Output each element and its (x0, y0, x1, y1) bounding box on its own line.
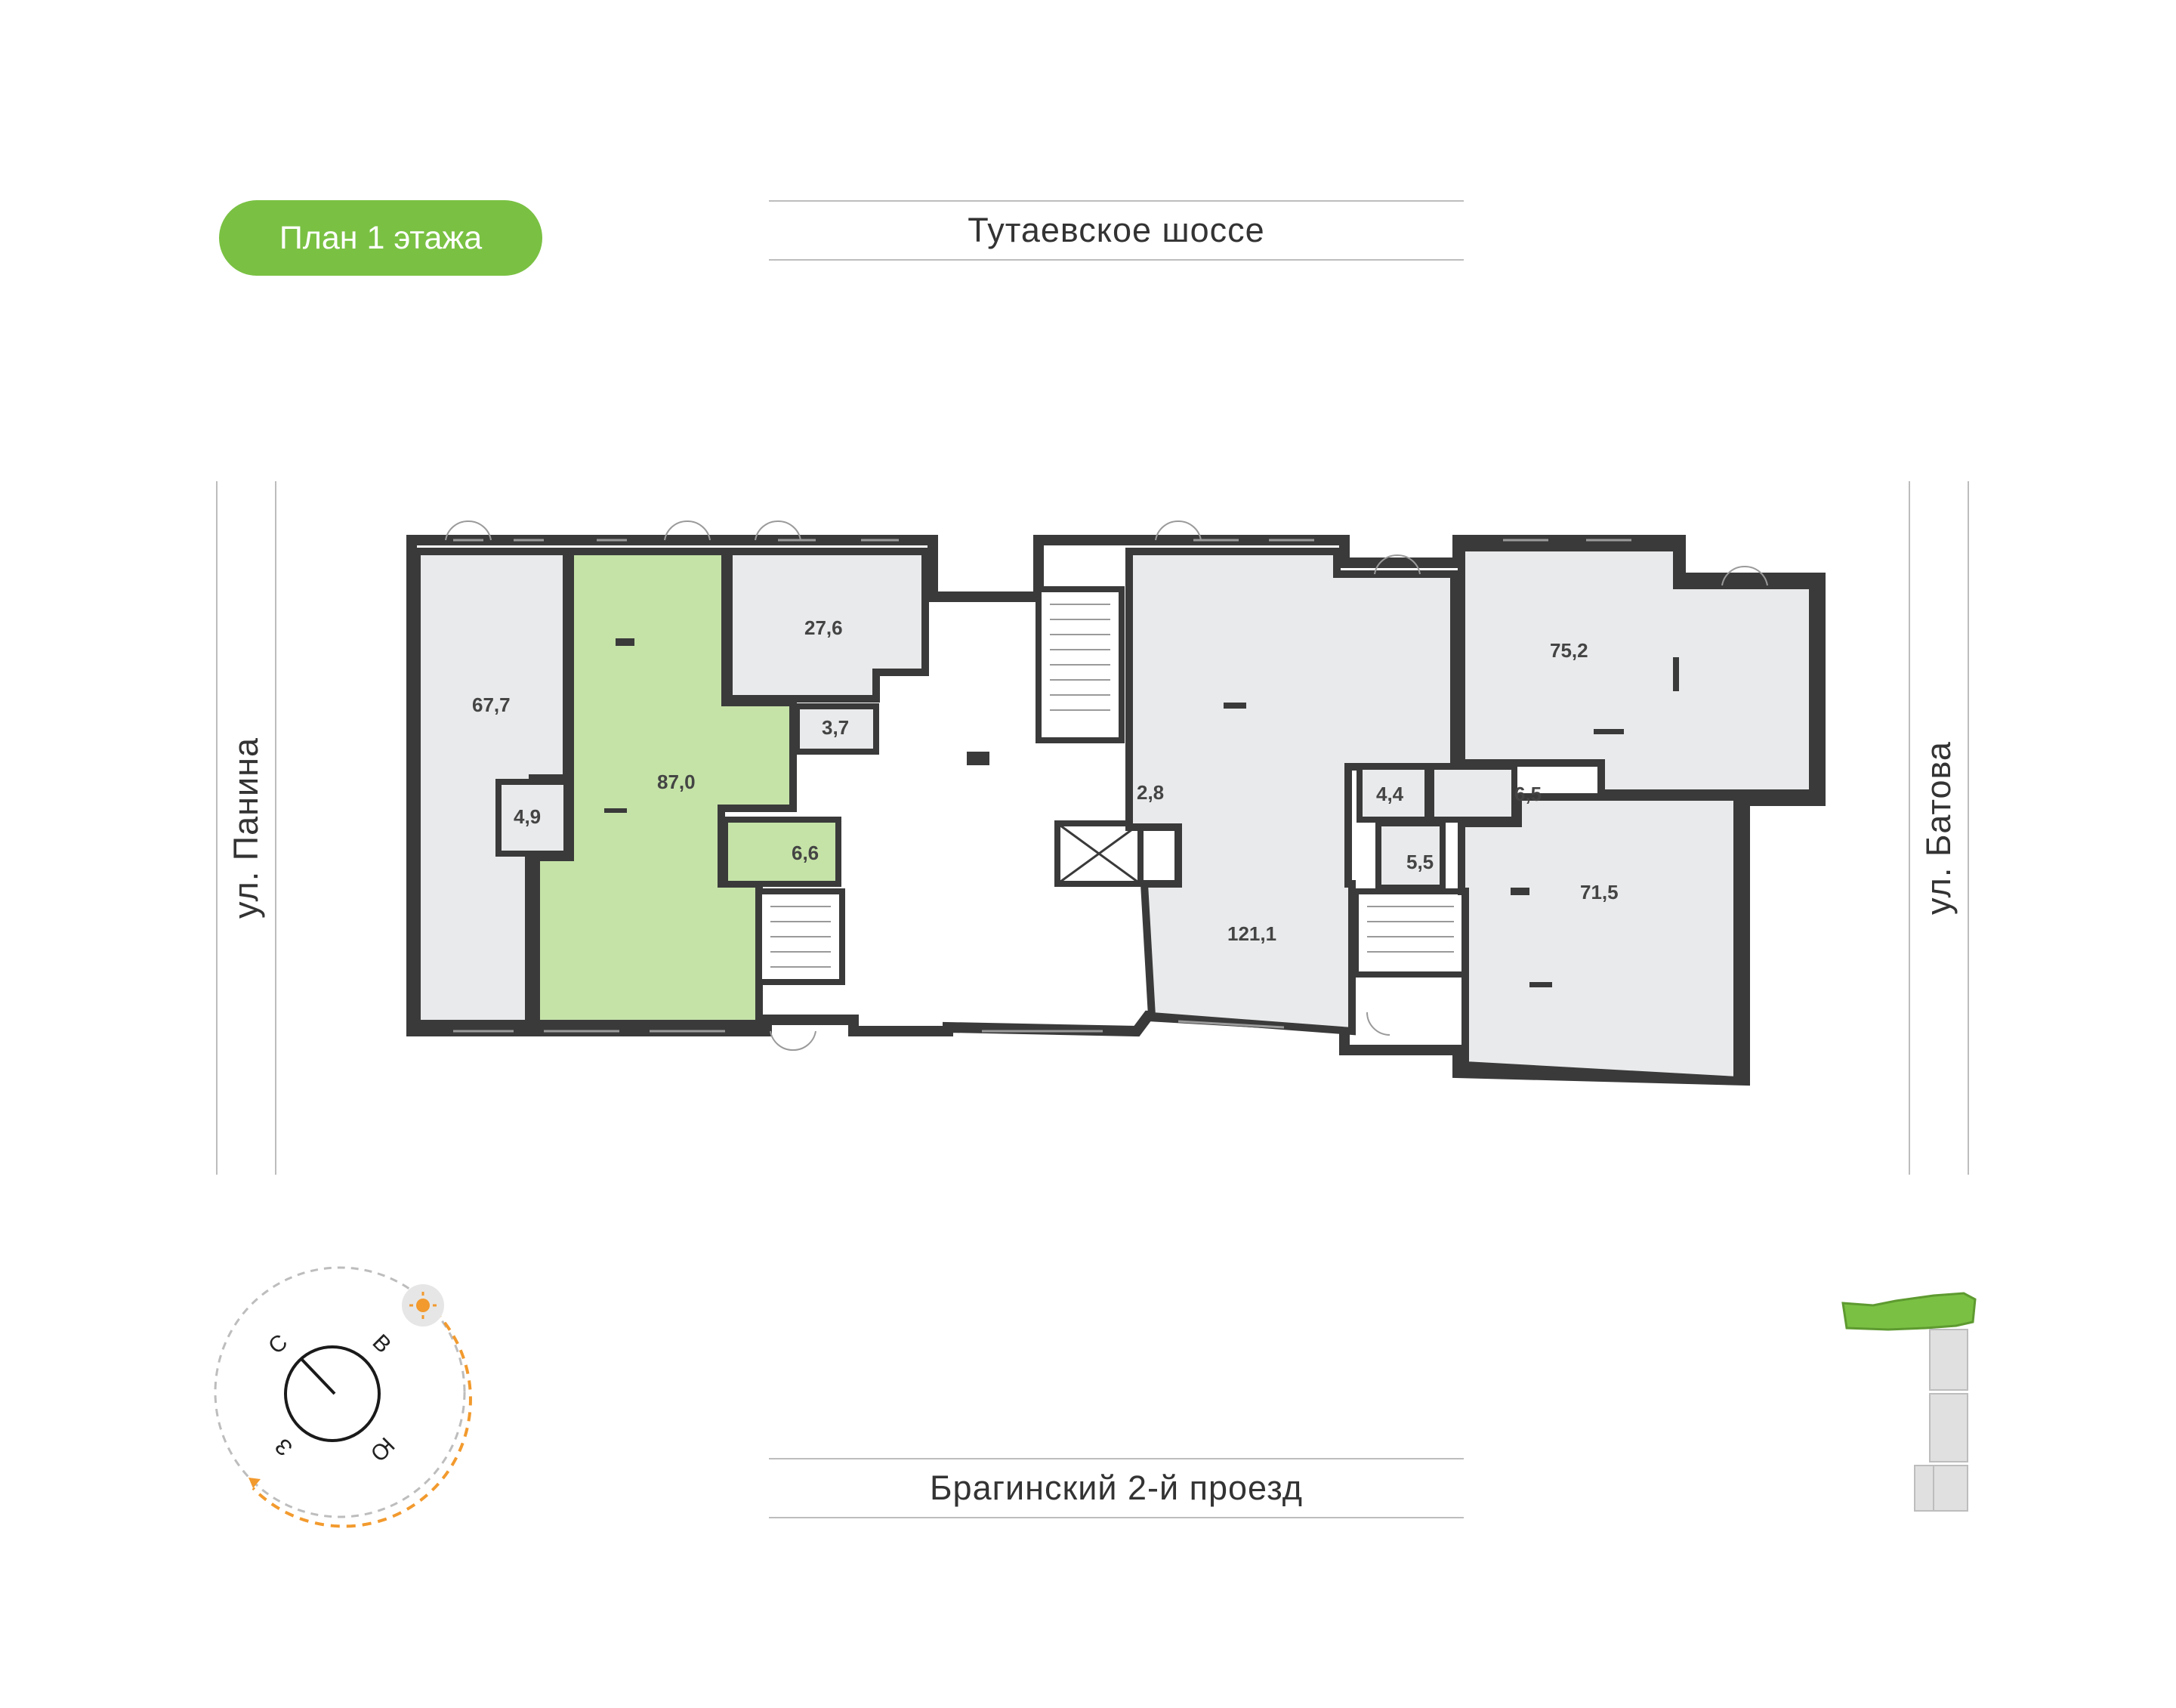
room-3-7[interactable] (794, 703, 879, 755)
area-label-4-9: 4,9 (514, 805, 541, 828)
doors (445, 520, 1768, 1052)
street-bottom: Брагинский 2-й проезд (769, 1458, 1464, 1518)
area-label-2-8: 2,8 (1137, 781, 1164, 804)
current-section-marker (1841, 1292, 1977, 1331)
room-6-5[interactable] (1428, 764, 1517, 823)
room-121-1[interactable] (1125, 548, 1458, 1036)
area-label-67-7: 67,7 (472, 693, 511, 716)
compass-south: Ю (366, 1432, 400, 1466)
room-27-6[interactable] (725, 548, 929, 703)
stairwell-right (1353, 888, 1468, 978)
area-labels: 67,7 87,0 27,6 3,7 4,9 6,6 2,8 121,1 4,4… (472, 616, 1619, 945)
compass-needle (301, 1358, 336, 1395)
room-71-5[interactable] (1458, 793, 1741, 1085)
area-label-87-0: 87,0 (657, 771, 696, 793)
compass-east: В (367, 1330, 395, 1357)
street-bottom-label: Брагинский 2-й проезд (930, 1469, 1303, 1507)
room-75-2[interactable] (1458, 544, 1816, 797)
area-label-6-6: 6,6 (792, 842, 819, 864)
compass: С В Ю З (214, 1266, 472, 1528)
rooms-layer (413, 544, 1816, 1085)
street-left: ул. Панина (216, 481, 276, 1175)
site-key-plan (1841, 1292, 1977, 1512)
area-label-4-4: 4,4 (1376, 783, 1404, 805)
area-label-6-5: 6,5 (1514, 783, 1542, 805)
compass-north: С (264, 1330, 292, 1359)
area-label-75-2: 75,2 (1550, 639, 1588, 662)
room-5-5[interactable] (1375, 820, 1446, 891)
windows (453, 539, 1631, 1033)
columns (604, 638, 1679, 987)
area-label-27-6: 27,6 (804, 616, 843, 639)
stair-treads (770, 604, 1454, 968)
street-right: ул. Батова (1909, 481, 1969, 1175)
compass-west: З (270, 1433, 298, 1460)
street-top: Тутаевское шоссе (769, 200, 1464, 261)
area-label-5-5: 5,5 (1406, 851, 1434, 873)
floor-title-badge: План 1 этажа (219, 200, 542, 276)
area-label-3-7: 3,7 (822, 716, 849, 739)
room-6-6[interactable] (722, 817, 841, 887)
street-top-label: Тутаевское шоссе (968, 211, 1265, 249)
compass-dial (284, 1345, 381, 1442)
room-4-4[interactable] (1357, 764, 1431, 823)
area-label-121-1: 121,1 (1227, 922, 1276, 945)
area-label-71-5: 71,5 (1580, 881, 1619, 903)
